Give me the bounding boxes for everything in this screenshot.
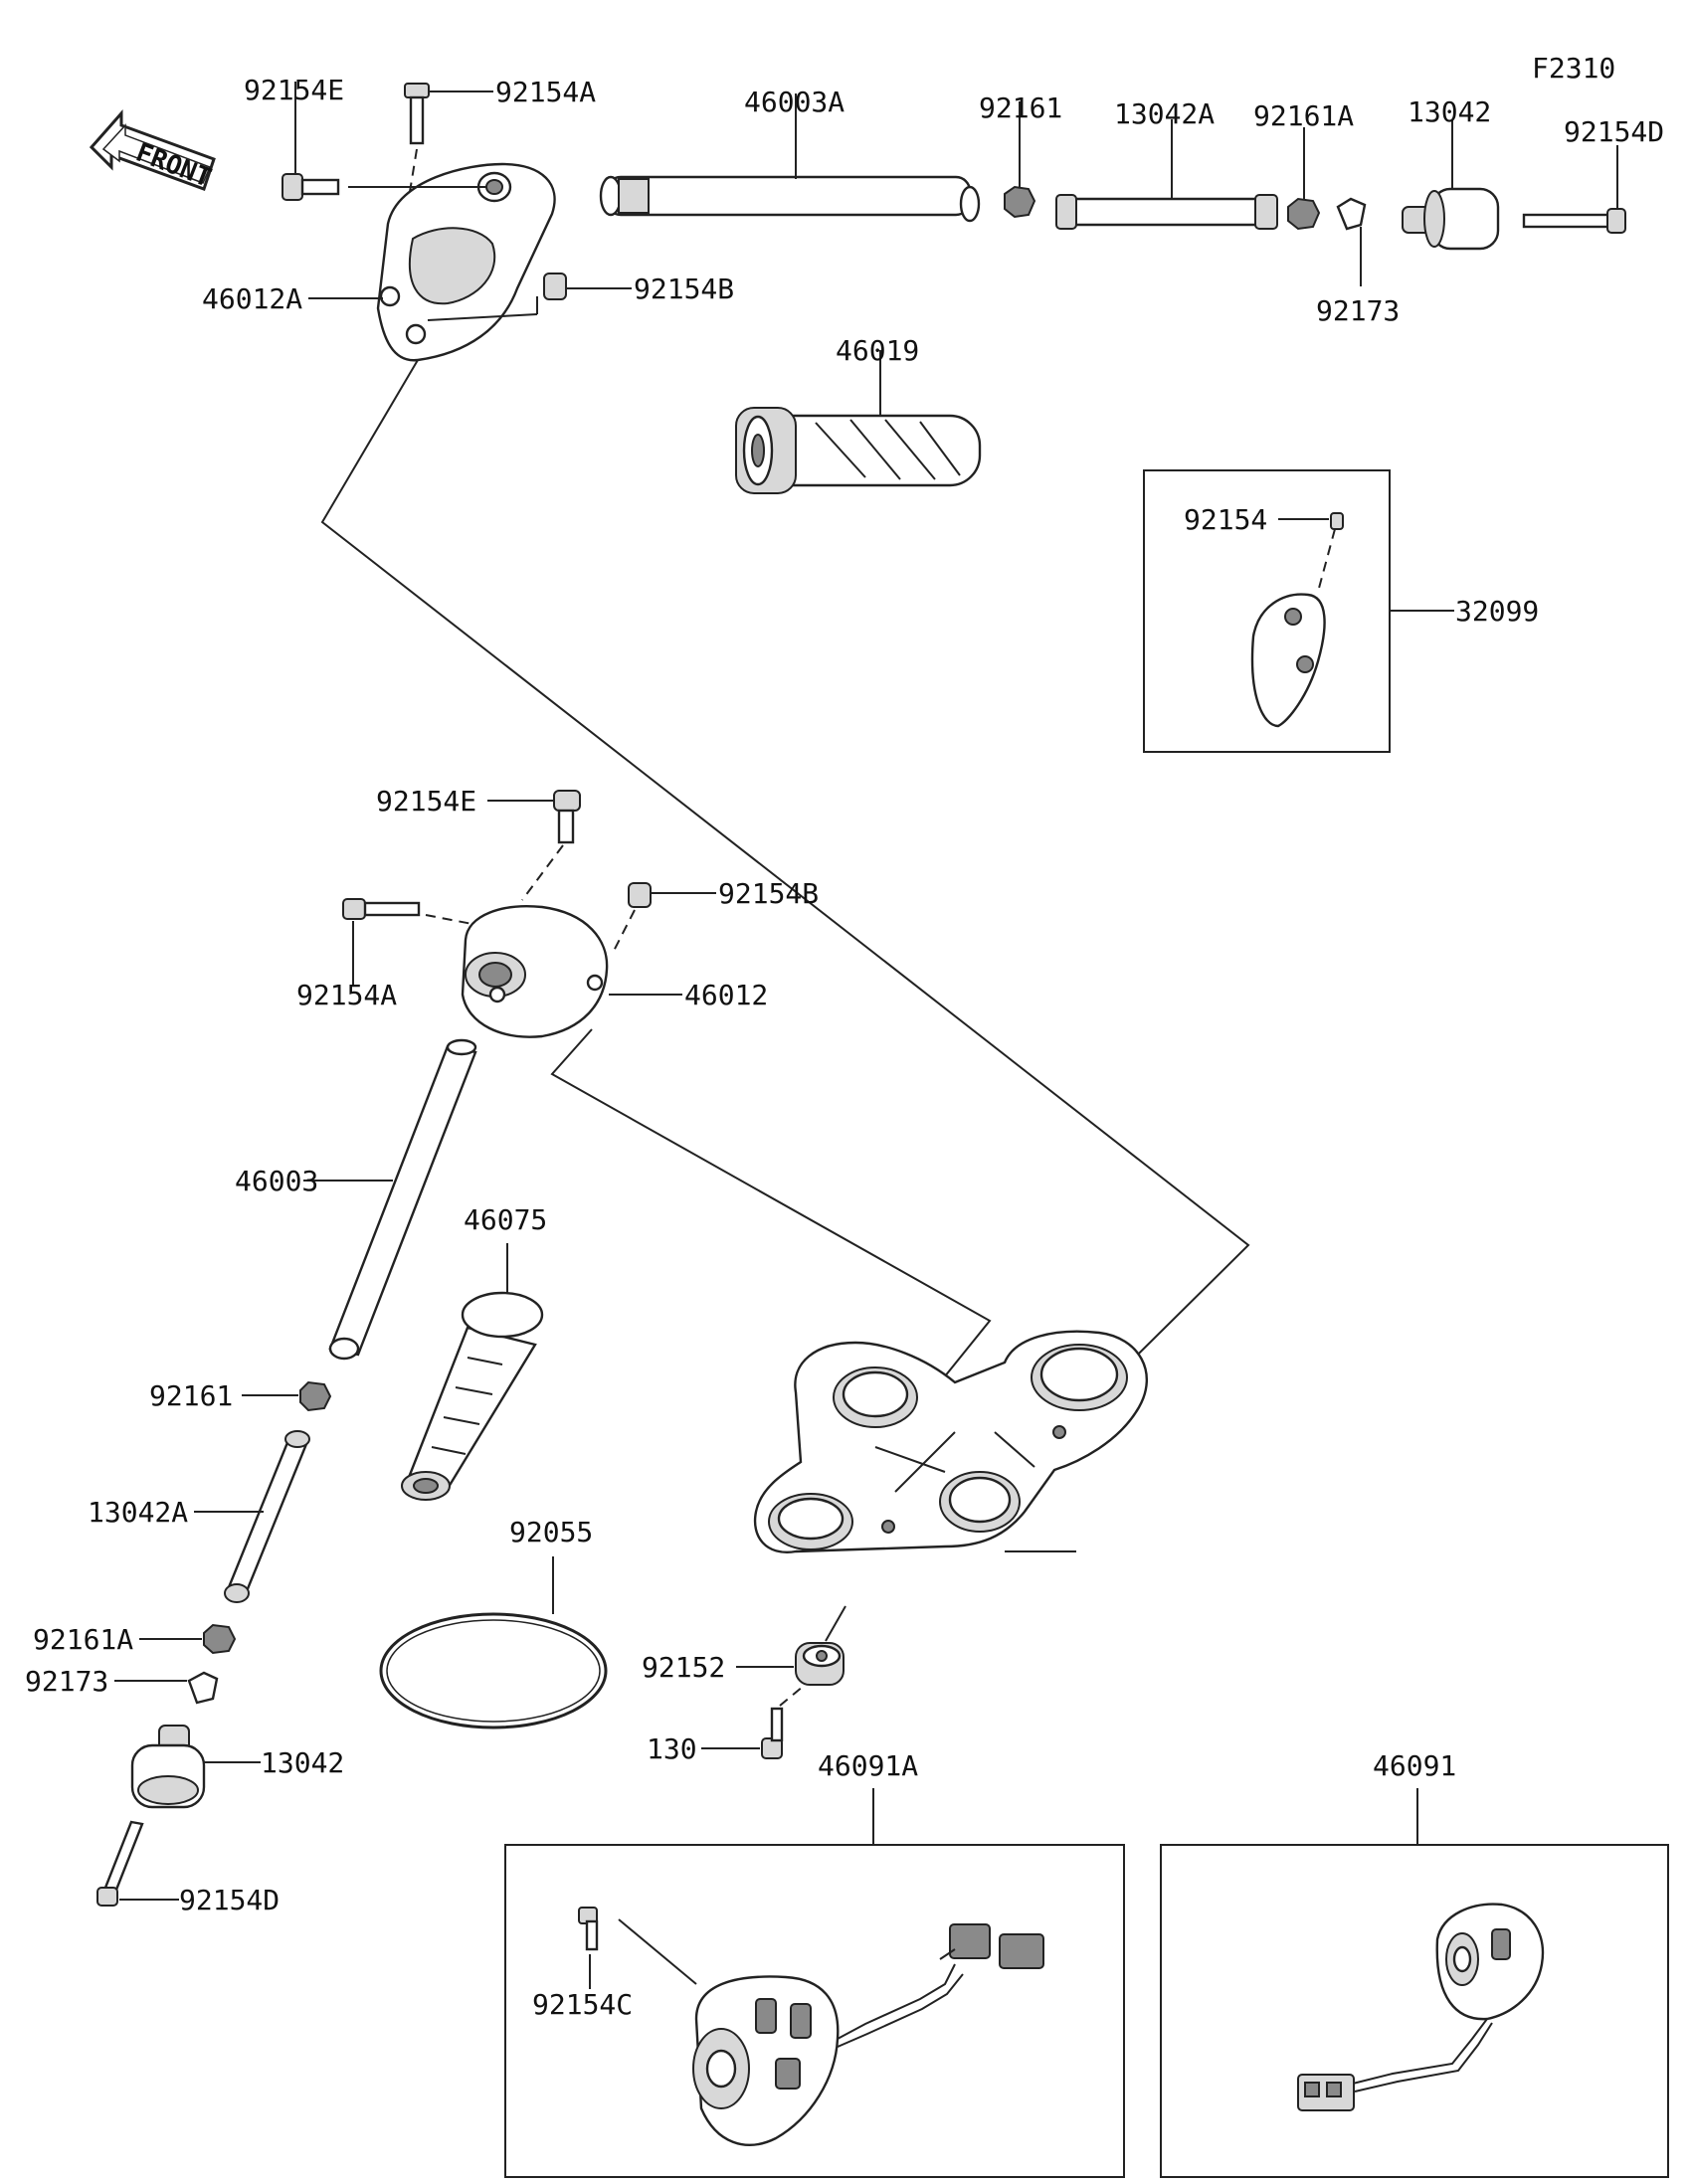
screw-92154b-top — [427, 273, 632, 321]
grip-46075 — [401, 1243, 544, 1501]
handlebar-46003 — [303, 1038, 477, 1361]
label-92161-low: 92161 — [149, 1379, 233, 1412]
label-92154a-top: 92154A — [495, 76, 596, 108]
switch-assembly-rh — [1297, 1903, 1545, 2111]
bar-end-weight-13042-top — [1402, 119, 1500, 251]
label-32099: 32099 — [1455, 595, 1539, 628]
bolt-92154a-mid — [342, 898, 478, 985]
weight-shaft-13042a-top — [1055, 119, 1278, 230]
label-92154e-mid: 92154E — [376, 785, 476, 818]
bolt-92154d-top — [1522, 145, 1626, 234]
label-46003a: 46003A — [744, 86, 845, 118]
bolt-92154a-top — [404, 83, 493, 205]
label-46003: 46003 — [235, 1165, 318, 1197]
grip-46019 — [735, 350, 982, 494]
cover-32099 — [1250, 512, 1454, 728]
nut-92161-low — [242, 1380, 332, 1412]
label-92154d-low: 92154D — [179, 1884, 280, 1916]
clamp-46012a — [308, 162, 556, 362]
label-92161a-top: 92161A — [1253, 99, 1354, 132]
label-13042-top: 13042 — [1408, 95, 1491, 128]
front-arrow-icon: FRONT — [89, 109, 216, 194]
label-92161-top: 92161 — [979, 91, 1062, 124]
figure-code: F2310 — [1532, 52, 1615, 85]
nut-92161a-low — [139, 1623, 237, 1655]
label-92173-low: 92173 — [25, 1665, 108, 1698]
clip-92173-top — [1336, 197, 1367, 286]
label-92154b-top: 92154B — [634, 273, 734, 305]
label-46012a: 46012A — [202, 282, 302, 315]
label-92152: 92152 — [642, 1651, 725, 1684]
handlebar-46003a — [599, 93, 981, 223]
label-13042-low: 13042 — [261, 1746, 344, 1779]
bolt-92154d-low — [96, 1820, 179, 1907]
bolt-92154e-top — [282, 82, 340, 201]
damper-92152 — [736, 1605, 846, 1686]
ring-92055 — [379, 1556, 608, 1729]
label-13042a-top: 13042A — [1114, 97, 1215, 130]
upper-triple-clamp — [753, 1330, 1149, 1553]
screw-92154c — [578, 1907, 697, 1989]
clamp-46012 — [461, 905, 682, 1038]
screw-92154b-mid — [611, 882, 716, 956]
label-46075: 46075 — [464, 1203, 547, 1236]
label-46019: 46019 — [836, 334, 919, 367]
label-92154e-top: 92154E — [244, 74, 344, 106]
bolt-130 — [701, 1685, 805, 1759]
nut-92161a-top — [1287, 127, 1321, 231]
bolt-92154e-mid — [487, 790, 581, 901]
box-rh-switch — [1160, 1844, 1669, 2178]
weight-shaft-13042a-low — [194, 1430, 310, 1603]
label-130: 130 — [647, 1732, 697, 1765]
label-46091: 46091 — [1373, 1749, 1456, 1782]
label-46091a: 46091A — [818, 1749, 918, 1782]
switch-assembly-lh — [692, 1923, 1044, 2146]
bar-end-weight-13042-low — [130, 1725, 261, 1809]
nut-92161-top — [1004, 101, 1036, 219]
label-92161a-low: 92161A — [33, 1623, 133, 1656]
connector-line-lh — [550, 1028, 992, 1383]
label-92173-top: 92173 — [1316, 294, 1400, 327]
label-92154c: 92154C — [532, 1988, 633, 2021]
box-lh-switch — [504, 1844, 1125, 2178]
label-92055: 92055 — [509, 1516, 593, 1548]
label-13042a-low: 13042A — [88, 1496, 188, 1529]
label-46012: 46012 — [684, 979, 768, 1011]
clip-92173-low — [114, 1671, 219, 1705]
label-92154b-mid: 92154B — [718, 877, 819, 910]
label-92154-box: 92154 — [1184, 503, 1267, 536]
label-92154a-mid: 92154A — [296, 979, 397, 1011]
label-92154d-top: 92154D — [1564, 115, 1664, 148]
connector-line-rh — [320, 359, 1250, 1433]
